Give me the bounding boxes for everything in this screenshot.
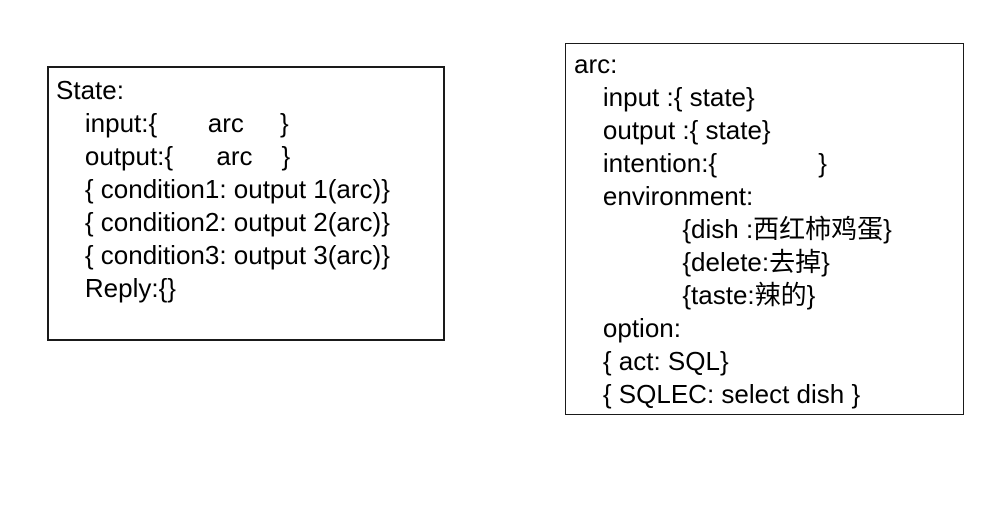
arc-input-line: input :{ state} [574, 82, 755, 112]
arc-option-line: option: [574, 313, 681, 343]
arc-box-title: arc: [574, 49, 618, 79]
arc-act-line: { act: SQL} [574, 346, 729, 376]
state-box-title: State: [56, 75, 124, 105]
state-condition3-line: { condition3: output 3(arc)} [56, 240, 390, 270]
arc-env-taste-line: {taste:辣的} [574, 280, 816, 310]
state-input-line: input:{ arc } [56, 108, 289, 138]
state-condition1-line: { condition1: output 1(arc)} [56, 174, 390, 204]
arc-definition-box: arc: input :{ state} output :{ state} in… [565, 43, 964, 415]
state-reply-line: Reply:{} [56, 273, 176, 303]
arc-output-line: output :{ state} [574, 115, 771, 145]
arc-intention-line: intention:{ } [574, 148, 827, 178]
arc-environment-line: environment: [574, 181, 754, 211]
arc-sqlec-line: { SQLEC: select dish } [574, 379, 861, 409]
arc-env-dish-line: {dish :西红柿鸡蛋} [574, 214, 892, 244]
state-condition2-line: { condition2: output 2(arc)} [56, 207, 390, 237]
arc-env-delete-line: {delete:去掉} [574, 247, 830, 277]
state-definition-box: State: input:{ arc } output:{ arc } { co… [47, 66, 445, 341]
state-output-line: output:{ arc } [56, 141, 291, 171]
